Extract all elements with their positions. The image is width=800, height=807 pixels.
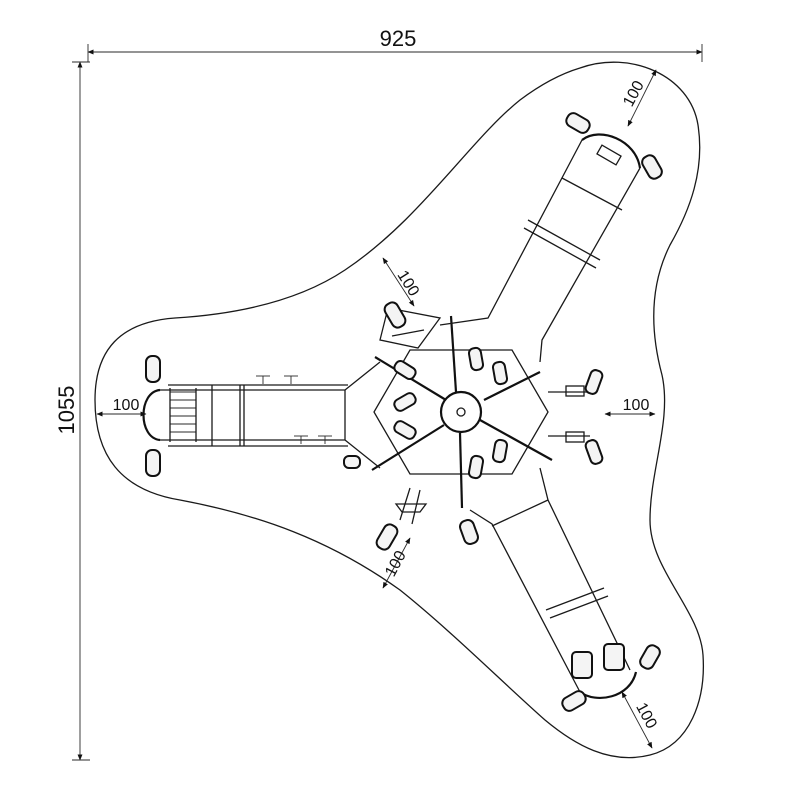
- clearance-left-label: 100: [113, 397, 140, 414]
- upper-left-frame: [379, 301, 442, 349]
- lower-left-swing: [375, 487, 428, 551]
- clearance-upper-left: 100: [382, 257, 423, 307]
- hub-corner-pad-bottom: [459, 519, 479, 545]
- clearance-right: 100: [604, 397, 656, 417]
- hub-spokes: [371, 315, 553, 509]
- clearance-upper-left-label: 100: [394, 268, 423, 300]
- left-arm-steps: [169, 388, 197, 442]
- width-dimension: 925: [87, 26, 703, 62]
- bottom-right-arm-bridge: [469, 467, 661, 712]
- clearance-bottom-right: 100: [621, 691, 660, 749]
- clearance-bottom-right-label: 100: [632, 700, 660, 732]
- left-arm-bridge: [142, 355, 381, 477]
- clearance-right-label: 100: [623, 397, 650, 414]
- clearance-left: 100: [96, 397, 147, 417]
- hub-corner-pad-left: [343, 455, 361, 469]
- height-label: 1055: [54, 386, 79, 435]
- right-rockers: [548, 369, 604, 465]
- clearance-top-right: 100: [620, 69, 657, 127]
- top-right-arm-bridge: [439, 112, 663, 363]
- left-arm-stools-top: [256, 375, 298, 384]
- safety-zone-outline: [94, 61, 705, 759]
- clearance-lower-left-label: 100: [382, 548, 410, 580]
- height-dimension: 1055: [54, 61, 90, 761]
- left-arm-stools-bottom: [294, 435, 332, 444]
- hub-seats: [393, 346, 509, 480]
- width-label: 925: [380, 26, 417, 51]
- central-hub: [373, 349, 549, 475]
